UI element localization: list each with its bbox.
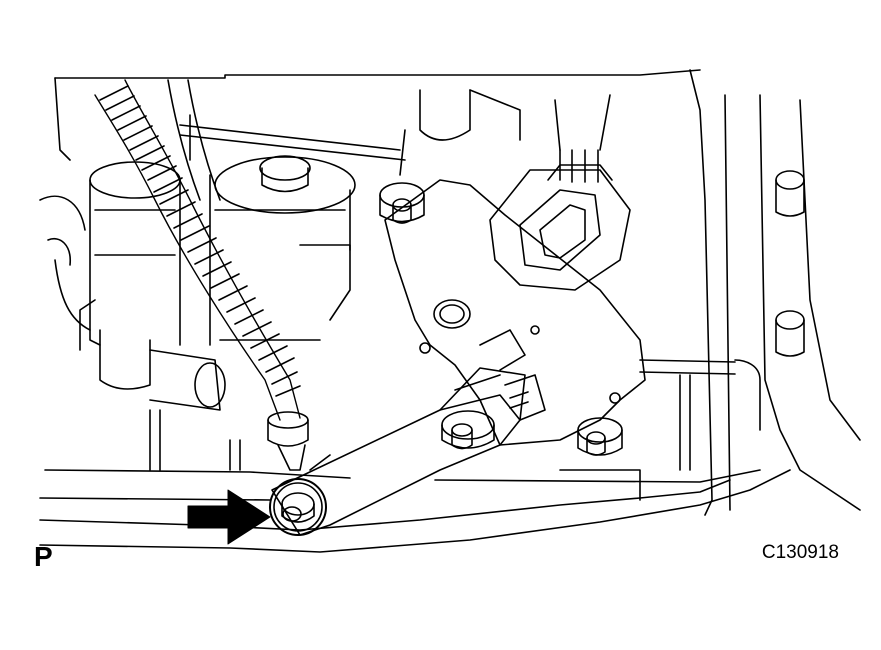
control-shaft-lever <box>271 367 526 536</box>
transmission-case <box>39 69 861 553</box>
case-bolt-upper-right <box>775 170 805 217</box>
neutral-start-switch-body <box>384 179 646 446</box>
corrugated-wire-harness <box>94 79 309 471</box>
bolt-center <box>441 410 495 450</box>
lever-nut-highlighted <box>269 478 327 536</box>
bolt-upper-left <box>379 182 425 224</box>
solenoid-cap-assembly <box>54 155 356 411</box>
view-letter-label: P <box>34 541 53 572</box>
figure-id-label: C130918 <box>761 542 839 563</box>
switch-connector <box>399 89 631 291</box>
case-bolt-lower-right <box>775 310 805 357</box>
bolt-right <box>577 417 623 456</box>
pointer-arrow <box>187 489 271 545</box>
